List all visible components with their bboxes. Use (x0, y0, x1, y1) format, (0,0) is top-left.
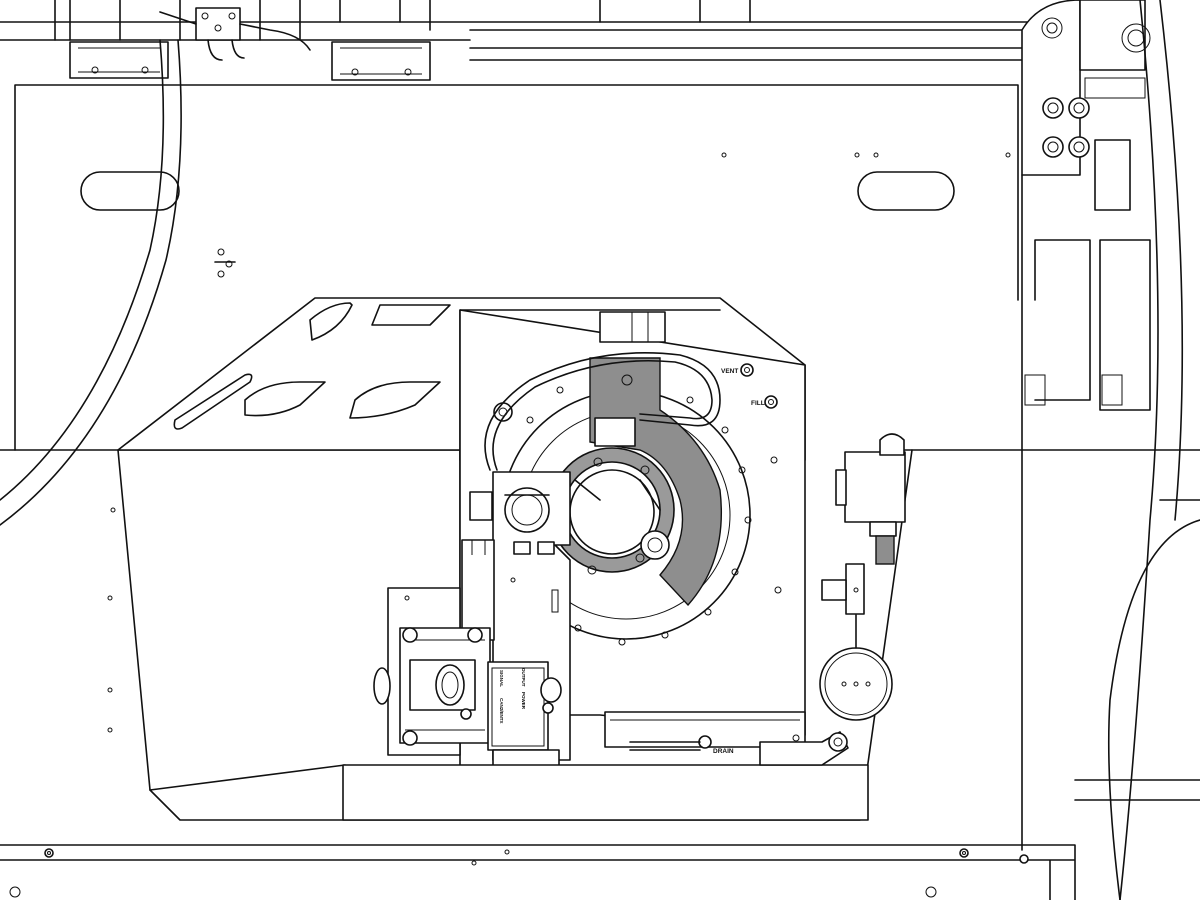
right-bracket (1021, 0, 1200, 900)
right-actuator (819, 433, 906, 721)
port-labels: VENT FILL DRAIN (698, 363, 778, 755)
bottom-rail (0, 844, 1076, 900)
module-text-b: SIGNAL (499, 670, 504, 687)
motor-assembly (373, 587, 491, 756)
fill-label: FILL (751, 400, 765, 407)
main-flange (484, 351, 782, 646)
base-rail (342, 731, 869, 821)
vent-label: VENT (721, 368, 738, 375)
top-frame (0, 0, 1031, 81)
drain-label: DRAIN (713, 748, 734, 755)
module-text-d: OUTPUT (521, 668, 526, 687)
vent-port-icon (740, 363, 754, 377)
fill-port-icon (764, 395, 778, 409)
module-text-c: POWER (521, 692, 526, 710)
module-text-a: CAN2/ENTX (499, 698, 504, 724)
hose-left (0, 39, 182, 526)
